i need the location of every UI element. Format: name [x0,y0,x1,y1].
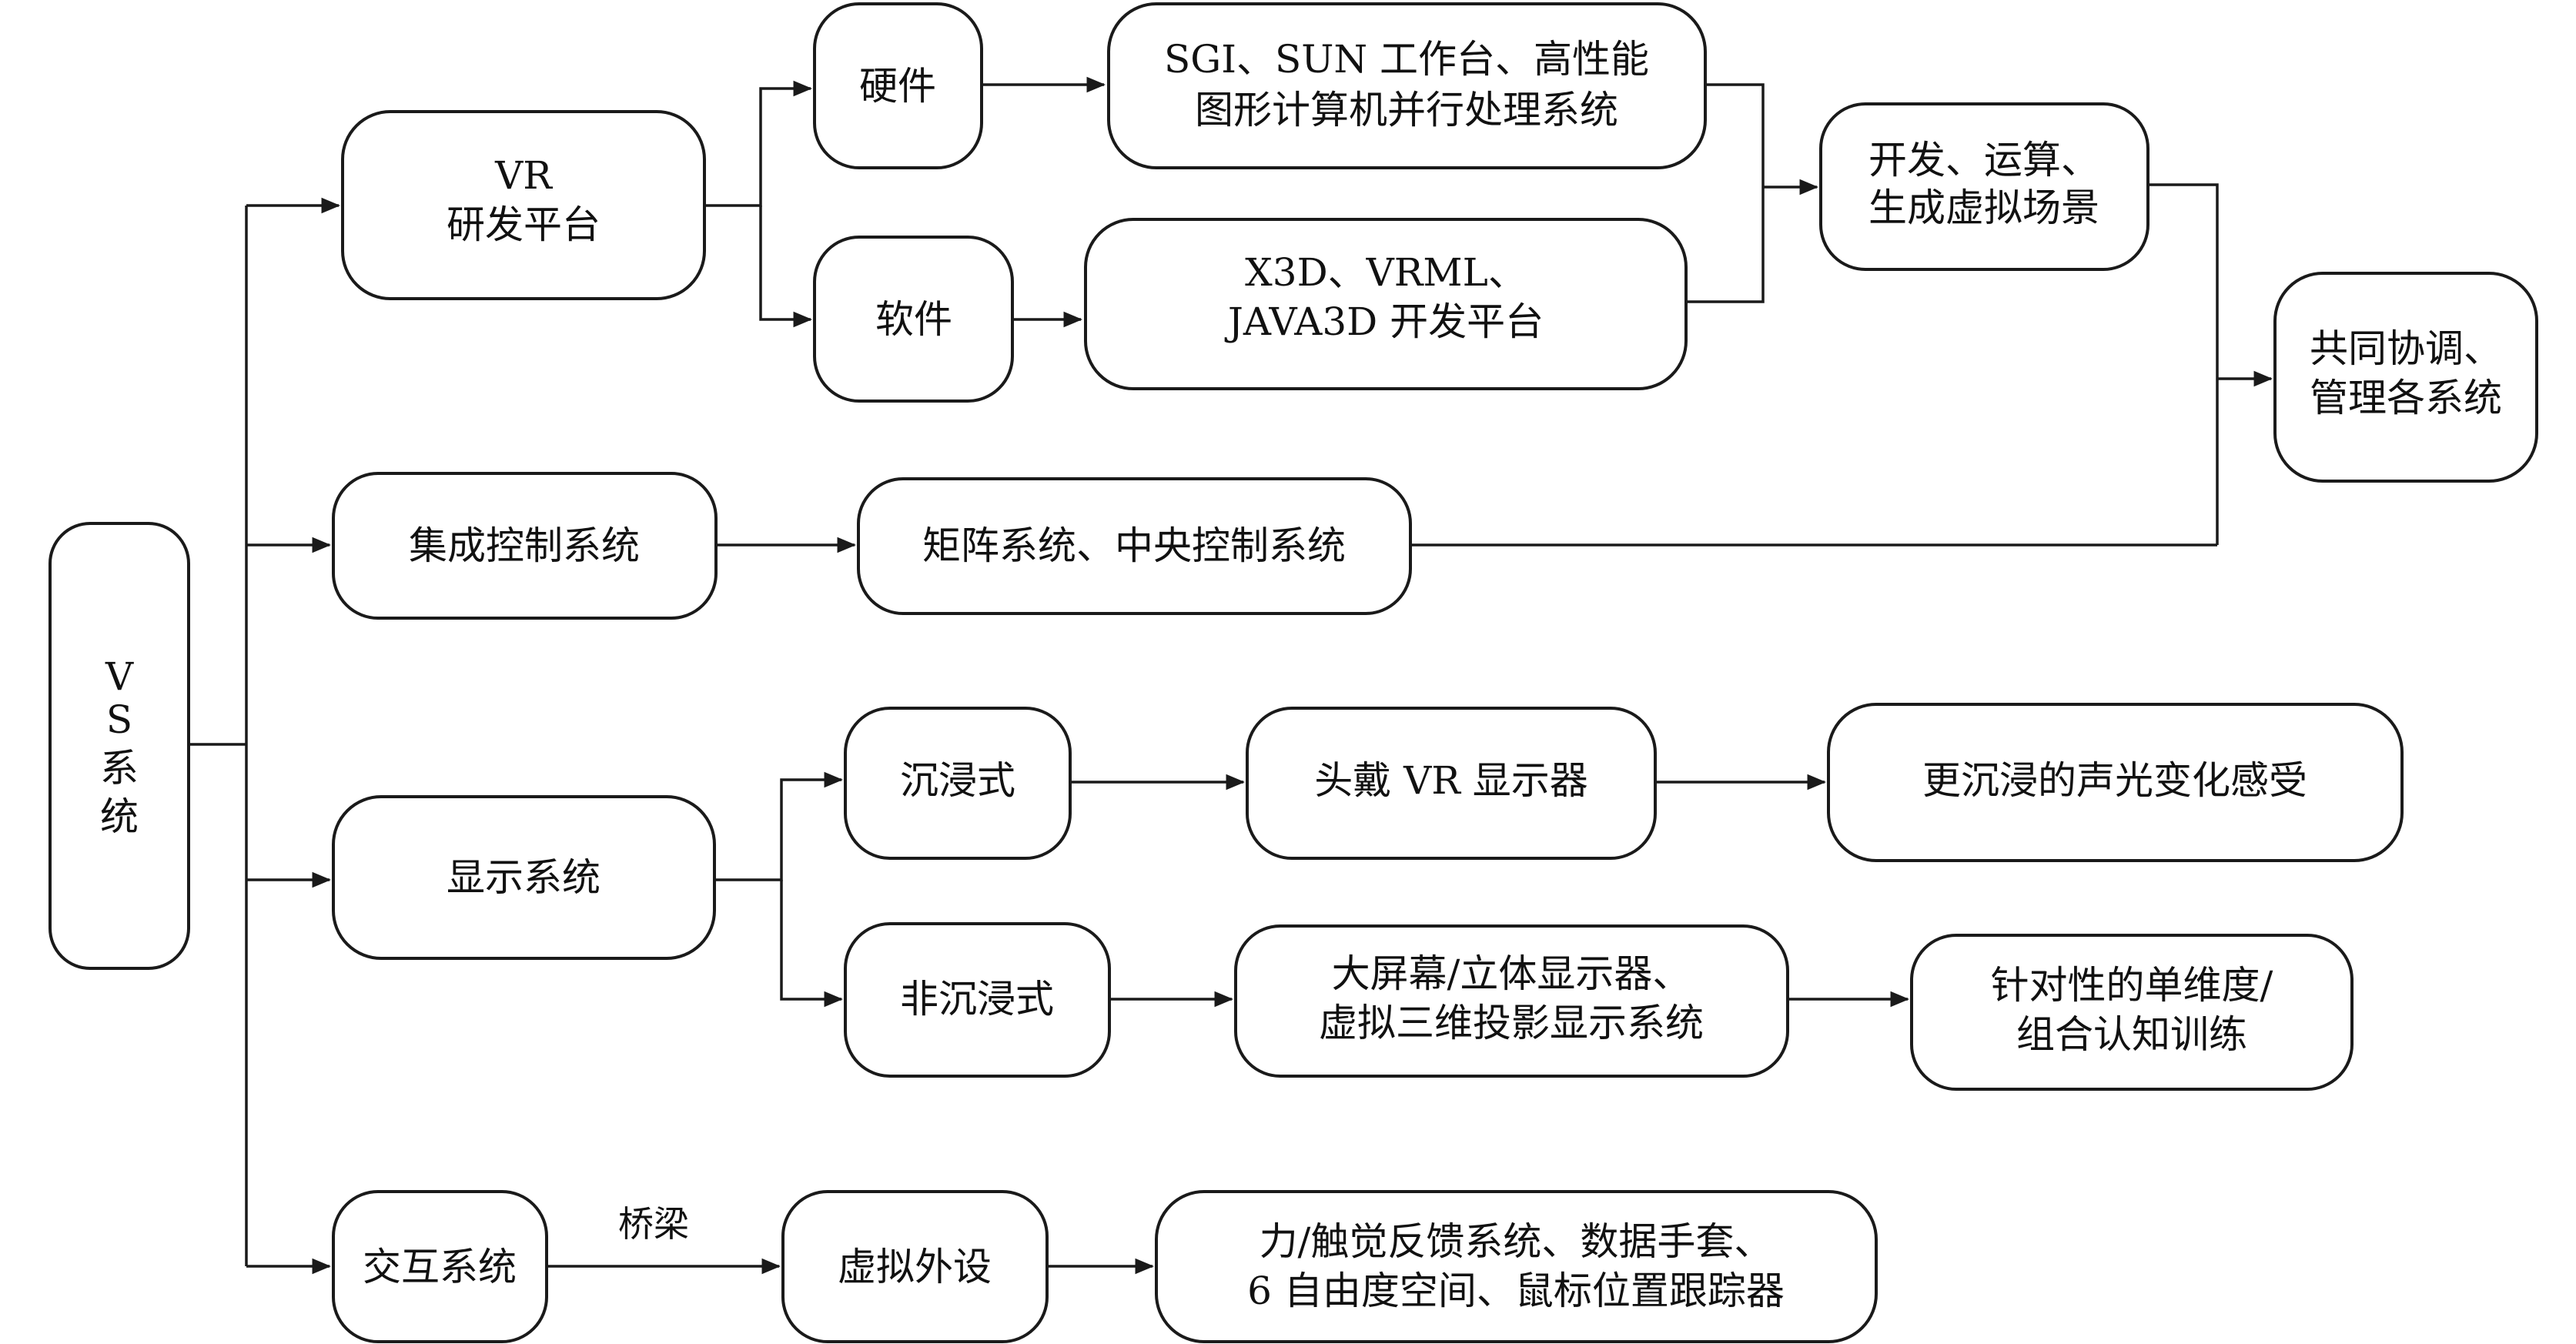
node-vs: V S 系 统 [49,522,190,970]
hmd-label: 头戴 VR 显示器 [1314,758,1588,803]
display-system-label: 显示系统 [447,855,601,900]
integrated-control-label: 集成控制系统 [409,523,640,568]
connector-vr-to-software [759,206,813,328]
coordinate-line-1: 管理各系统 [2310,376,2502,420]
connector-develop-to-coordinate [2148,183,2219,545]
sgi-sun-line-0: SGI、SUN 工作台、高性能 [1164,37,1649,82]
node-coordinate: 共同协调、 管理各系统 [2273,272,2538,483]
node-big-screen: 大屏幕/立体显示器、 虚拟三维投影显示系统 [1234,924,1789,1078]
connector-vr-branch [704,80,813,207]
vs-line-1: S [106,697,132,742]
node-hmd: 头戴 VR 显示器 [1246,707,1657,860]
develop-line-0: 开发、运算、 [1868,138,2099,182]
node-force-feedback: 力/触觉反馈系统、数据手套、 6 自由度空间、鼠标位置跟踪器 [1155,1190,1878,1343]
immersive-feel-label: 更沉浸的声光变化感受 [1922,758,2307,803]
node-virtual-peripheral: 虚拟外设 [781,1190,1049,1343]
connector-display-to-non-immersive [780,880,844,1008]
node-x3d: X3D、VRML、 JAVA3D 开发平台 [1084,218,1688,390]
coordinate-line-0: 共同协调、 [2310,326,2502,371]
x3d-line-1: JAVA3D 开发平台 [1224,299,1544,344]
connector-display-branch [714,771,844,881]
big-screen-line-1: 虚拟三维投影显示系统 [1319,1001,1704,1045]
node-interaction: 交互系统 [332,1190,548,1343]
connectors [189,76,2273,1275]
sgi-sun-line-1: 图形计算机并行处理系统 [1195,88,1618,132]
node-immersive: 沉浸式 [844,707,1072,860]
force-feedback-line-1: 6 自由度空间、鼠标位置跟踪器 [1247,1269,1785,1313]
vs-line-2: 系 [100,746,139,791]
matrix-label: 矩阵系统、中央控制系统 [922,523,1346,568]
x3d-line-0: X3D、VRML、 [1245,250,1527,295]
vs-line-3: 统 [100,794,139,839]
hardware-label: 硬件 [859,64,936,109]
node-sgi-sun: SGI、SUN 工作台、高性能 图形计算机并行处理系统 [1107,2,1707,169]
force-feedback-line-0: 力/触觉反馈系统、数据手套、 [1260,1219,1773,1264]
software-label: 软件 [875,297,952,342]
targeted-line-1: 组合认知训练 [2016,1012,2247,1057]
develop-line-1: 生成虚拟场景 [1868,186,2099,230]
vr-platform-line-0: VR [494,153,553,198]
big-screen-line-0: 大屏幕/立体显示器、 [1332,951,1691,996]
node-hardware: 硬件 [813,2,983,169]
vr-platform-line-1: 研发平台 [447,202,601,247]
node-integrated-control: 集成控制系统 [332,472,718,620]
node-display-system: 显示系统 [332,795,716,960]
immersive-label: 沉浸式 [900,758,1015,803]
bridge-label: 桥梁 [618,1203,689,1245]
non-immersive-label: 非沉浸式 [900,977,1054,1021]
interaction-label: 交互系统 [363,1245,517,1289]
node-vr-platform: VR 研发平台 [341,110,706,300]
node-immersive-feel: 更沉浸的声光变化感受 [1827,703,2404,862]
node-targeted: 针对性的单维度/ 组合认知训练 [1910,934,2354,1091]
virtual-peripheral-label: 虚拟外设 [838,1245,992,1289]
targeted-line-0: 针对性的单维度/ [1991,963,2273,1008]
node-software: 软件 [813,236,1014,403]
node-matrix: 矩阵系统、中央控制系统 [857,477,1412,615]
node-develop: 开发、运算、 生成虚拟场景 [1819,102,2149,271]
vs-line-0: V [105,654,134,699]
connector-sgi-merge [1686,83,1765,303]
node-non-immersive: 非沉浸式 [844,922,1111,1078]
